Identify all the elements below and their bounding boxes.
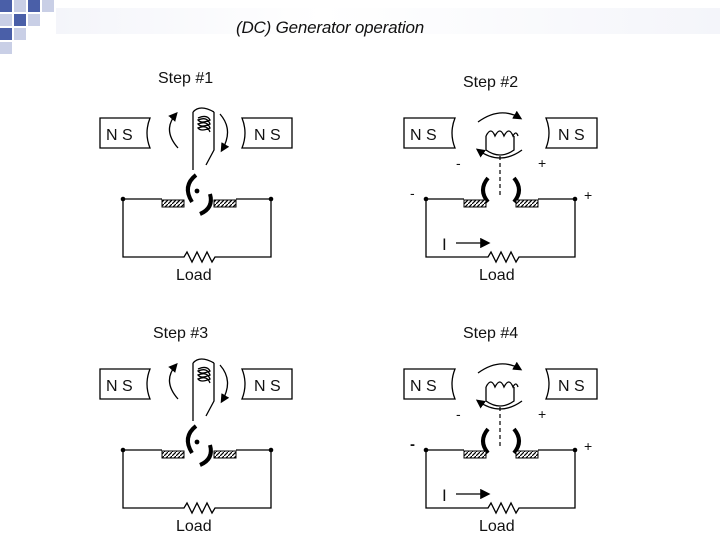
magnet-right-label: N S: [254, 127, 281, 144]
load-circuit: Load: [423, 196, 578, 284]
outer-minus-label: -: [410, 185, 415, 201]
magnet-left-label: N S: [106, 378, 133, 395]
brush-left: [161, 199, 185, 208]
deco-square: [14, 14, 26, 26]
load-label: Load: [176, 267, 212, 284]
step-3-label: Step #3: [153, 325, 209, 342]
current-label: I: [442, 235, 447, 254]
load-label: Load: [176, 518, 212, 535]
rotation-arrow: [219, 364, 230, 404]
magnet-right-label: N S: [558, 378, 585, 395]
magnet-right-label: N S: [254, 378, 281, 395]
brush-left: [463, 450, 487, 459]
rotation-arrow: [168, 112, 179, 149]
deco-square: [0, 14, 12, 26]
load-label: Load: [479, 267, 515, 284]
magnet-left-label: N S: [410, 378, 437, 395]
commutator: [481, 176, 521, 204]
commutator: [185, 424, 213, 467]
outer-minus-label: -: [410, 436, 415, 453]
brush-left: [463, 199, 487, 208]
inner-minus-label: -: [456, 155, 461, 171]
outer-plus-label: +: [584, 438, 592, 454]
load-resistor: [425, 199, 576, 264]
deco-square: [14, 28, 26, 40]
magnet-left: N S: [99, 368, 151, 400]
deco-square: [0, 0, 12, 12]
step-1-diagram: N S N S Load: [99, 107, 293, 284]
step-4-diagram: N S N S - + Load - + I: [403, 361, 598, 535]
magnet-right: N S: [241, 117, 293, 149]
step-1-label: Step #1: [158, 70, 214, 87]
armature-coil: [475, 361, 523, 447]
load-circuit: Load: [120, 196, 274, 284]
magnet-left-label: N S: [410, 127, 437, 144]
rotation-arrow: [477, 110, 523, 123]
armature-coil: [192, 107, 215, 170]
magnet-right: N S: [241, 368, 293, 400]
inner-plus-label: +: [538, 155, 546, 171]
brush-right: [213, 199, 237, 208]
deco-square: [14, 0, 26, 12]
rotation-arrow: [168, 363, 179, 400]
deco-band: [56, 8, 720, 34]
magnet-left: N S: [99, 117, 151, 149]
magnet-left: N S: [403, 117, 456, 149]
magnet-left-label: N S: [106, 127, 133, 144]
deco-square: [0, 28, 12, 40]
page-title: (DC) Generator operation: [236, 18, 424, 37]
magnet-right: N S: [545, 368, 598, 400]
outer-plus-label: +: [584, 187, 592, 203]
brush-right: [515, 450, 539, 459]
magnet-left: N S: [403, 368, 456, 400]
armature-coil: [192, 358, 215, 421]
step-2-label: Step #2: [463, 74, 519, 91]
deco-square: [0, 42, 12, 54]
load-circuit: Load: [423, 447, 578, 535]
brush-left: [161, 450, 185, 459]
deco-square: [28, 0, 40, 12]
step-2-diagram: N S N S - + Load - +: [403, 110, 598, 284]
inner-minus-label: -: [456, 406, 461, 422]
commutator: [185, 173, 213, 216]
inner-plus-label: +: [538, 406, 546, 422]
magnet-right-label: N S: [558, 127, 585, 144]
current-label: I: [442, 486, 447, 505]
brush-right: [213, 450, 237, 459]
rotation-arrow: [219, 113, 230, 153]
step-3-diagram: N S N S Load: [99, 358, 293, 535]
step-4-label: Step #4: [463, 325, 519, 342]
load-label: Load: [479, 518, 515, 535]
brush-right: [515, 199, 539, 208]
load-circuit: Load: [120, 447, 274, 535]
commutator: [481, 427, 521, 455]
armature-coil: [475, 110, 523, 196]
deco-square: [42, 0, 54, 12]
rotation-arrow: [477, 361, 523, 374]
deco-square: [28, 14, 40, 26]
load-resistor: [122, 450, 272, 515]
load-resistor: [122, 199, 272, 264]
magnet-right: N S: [545, 117, 598, 149]
load-resistor: [425, 450, 576, 515]
